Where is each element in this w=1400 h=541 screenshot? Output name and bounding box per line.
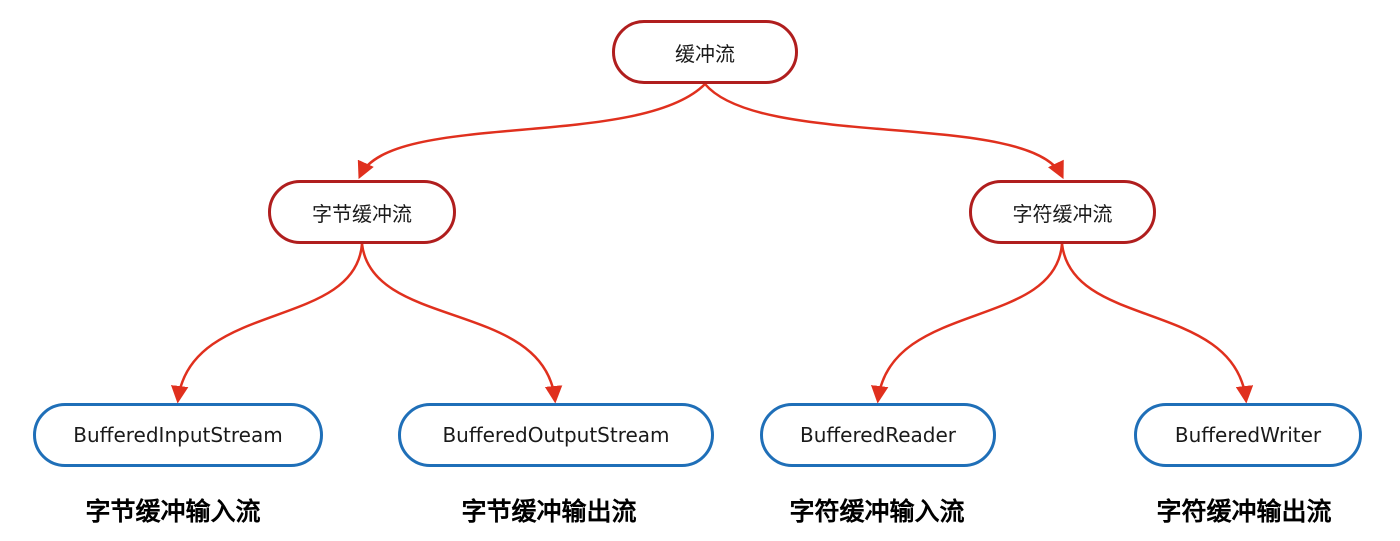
root-node-label: 缓冲流: [675, 41, 735, 66]
caption-byte-buffered-input-stream: 字节缓冲输入流: [85, 497, 261, 526]
caption-char-buffered-input-stream: 字符缓冲输入流: [789, 497, 965, 526]
edge-byte-to-output-stream: [360, 243, 563, 404]
edge-char-to-reader: [871, 243, 1064, 404]
edge-char-to-writer: [1060, 243, 1254, 404]
category-node-byte-buffered-stream: 字节缓冲流: [268, 180, 456, 244]
class-node-buffered-writer: BufferedWriter: [1134, 403, 1362, 467]
root-node-buffered-stream: 缓冲流: [612, 20, 798, 84]
class-node-label: BufferedWriter: [1174, 423, 1322, 447]
class-node-label: BufferedInputStream: [73, 423, 283, 447]
class-node-buffered-reader: BufferedReader: [760, 403, 996, 467]
category-node-label: 字符缓冲流: [1012, 201, 1113, 226]
edge-root-to-char-buffer: [704, 83, 1064, 180]
caption-byte-buffered-output-stream: 字节缓冲输出流: [461, 497, 637, 526]
edge-byte-to-input-stream: [171, 243, 364, 404]
class-node-buffered-input-stream: BufferedInputStream: [33, 403, 323, 467]
category-node-char-buffered-stream: 字符缓冲流: [969, 180, 1156, 244]
caption-char-buffered-output-stream: 字符缓冲输出流: [1156, 497, 1332, 526]
class-node-buffered-output-stream: BufferedOutputStream: [398, 403, 714, 467]
class-node-label: BufferedOutputStream: [442, 423, 670, 447]
edge-root-to-byte-buffer: [357, 83, 706, 180]
category-node-label: 字节缓冲流: [312, 201, 412, 226]
class-node-label: BufferedReader: [799, 423, 957, 447]
